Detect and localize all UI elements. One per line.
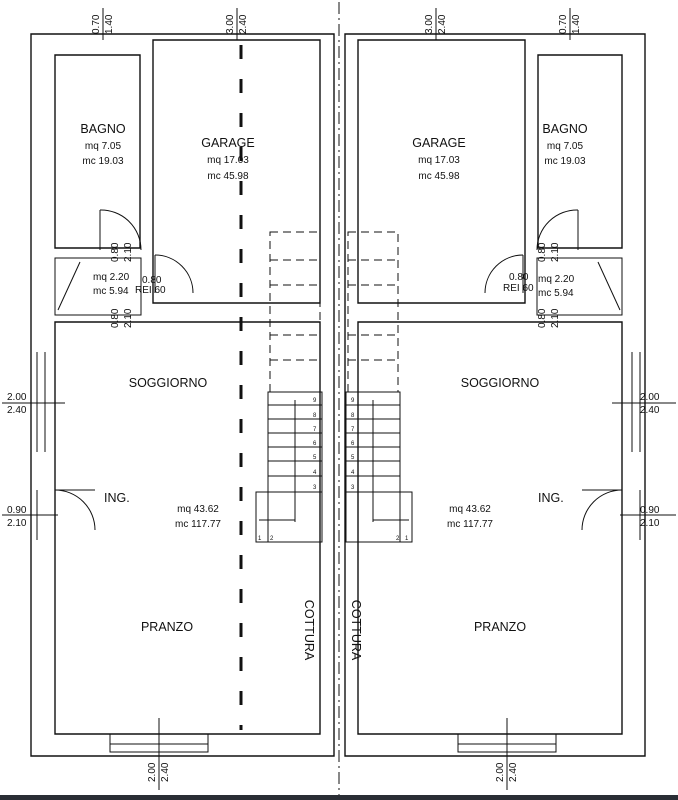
right-disimpegno-mc: mc 5.94 — [538, 288, 574, 299]
right-stair-base-2: 2 — [396, 536, 400, 542]
left-rei-rating: REI 60 — [135, 285, 166, 296]
right-rei-rating: REI 60 — [503, 283, 534, 294]
left-bagno-name: BAGNO — [80, 122, 125, 136]
left-bagno-mc: mc 19.03 — [82, 156, 124, 167]
left-disimpegno-room — [54, 257, 142, 316]
right-bagno-mc: mc 19.03 — [544, 156, 586, 167]
right-soggiorno-mc: mc 117.77 — [447, 519, 493, 530]
right-stair-base-1: 1 — [405, 536, 409, 542]
left-soggiorno-name: SOGGIORNO — [129, 376, 208, 390]
left-stair-step-4: 4 — [313, 470, 317, 476]
right-dim-door-lower-a: 0.80 — [537, 308, 548, 328]
left-door-swings — [54, 209, 194, 531]
left-dim-bottom-b: 2.40 — [160, 762, 171, 782]
right-dim-entry-a: 0.90 — [640, 505, 660, 516]
right-bagno-name: BAGNO — [542, 122, 587, 136]
left-disimpegno-mq: mq 2.20 — [93, 272, 130, 283]
left-dim-top-bagno-a: 0.70 — [91, 14, 102, 34]
right-garage-name: GARAGE — [412, 136, 466, 150]
right-stair-step-5: 5 — [351, 455, 355, 461]
left-dim-bottom-a: 2.00 — [147, 762, 158, 782]
left-stair-step-9: 9 — [313, 398, 317, 404]
left-dim-window-side-a: 2.00 — [7, 392, 27, 403]
right-rei-width: 0.80 — [509, 272, 529, 283]
left-pranzo: PRANZO — [141, 620, 193, 634]
window-bottom-edge — [0, 795, 678, 800]
right-disimpegno-room — [536, 257, 623, 316]
dimension-lines — [2, 8, 676, 790]
right-stair-step-6: 6 — [351, 441, 355, 447]
left-stair-base-1: 1 — [258, 536, 262, 542]
right-stair-step-9: 9 — [351, 398, 355, 404]
right-dim-top-garage-b: 2.40 — [437, 14, 448, 34]
left-stair-step-3: 3 — [313, 485, 317, 491]
left-rei-width: 0.80 — [142, 275, 162, 286]
left-dim-door-upper-a: 0.80 — [110, 242, 121, 262]
left-dim-top-garage-a: 3.00 — [225, 14, 236, 34]
right-cottura: COTTURA — [349, 600, 363, 661]
left-ingresso: ING. — [104, 491, 130, 505]
left-unit-walls — [30, 33, 335, 757]
right-unit-walls — [344, 33, 646, 757]
left-cottura: COTTURA — [302, 600, 316, 661]
left-dimension-labels: 0.70 1.40 3.00 2.40 0.80 2.10 0.80 2.10 … — [7, 14, 249, 782]
left-dim-door-lower-b: 2.10 — [123, 308, 134, 328]
right-dim-door-upper-b: 2.10 — [550, 242, 561, 262]
left-stair-base-2: 2 — [270, 536, 274, 542]
right-garage-mc: mc 45.98 — [418, 171, 460, 182]
right-door-swings — [484, 209, 623, 531]
right-bagno-mq: mq 7.05 — [547, 141, 584, 152]
left-dim-top-garage-b: 2.40 — [238, 14, 249, 34]
left-dim-window-side-b: 2.40 — [7, 405, 27, 416]
right-dim-bottom-a: 2.00 — [495, 762, 506, 782]
left-stair-step-5: 5 — [313, 455, 317, 461]
left-stair-step-7: 7 — [313, 427, 317, 433]
left-dim-entry-b: 2.10 — [7, 518, 27, 529]
right-garage-mq: mq 17.03 — [418, 155, 460, 166]
left-garage-mq: mq 17.03 — [207, 155, 249, 166]
left-dim-top-bagno-b: 1.40 — [104, 14, 115, 34]
left-disimpegno-mc: mc 5.94 — [93, 286, 129, 297]
right-soggiorno-name: SOGGIORNO — [461, 376, 540, 390]
right-dim-top-garage-a: 3.00 — [424, 14, 435, 34]
left-dim-door-upper-b: 2.10 — [123, 242, 134, 262]
right-dim-top-bagno-b: 1.40 — [571, 14, 582, 34]
left-soggiorno-mq: mq 43.62 — [177, 504, 219, 515]
left-bagno-mq: mq 7.05 — [85, 141, 122, 152]
right-dim-bottom-b: 2.40 — [508, 762, 519, 782]
right-labels: BAGNO mq 7.05 mc 19.03 GARAGE mq 17.03 m… — [349, 122, 588, 661]
right-ingresso: ING. — [538, 491, 564, 505]
right-dim-door-upper-a: 0.80 — [537, 242, 548, 262]
left-stair-step-6: 6 — [313, 441, 317, 447]
right-pranzo: PRANZO — [474, 620, 526, 634]
right-stair-step-8: 8 — [351, 413, 355, 419]
left-dim-entry-a: 0.90 — [7, 505, 27, 516]
left-garage-name: GARAGE — [201, 136, 255, 150]
right-soggiorno-mq: mq 43.62 — [449, 504, 491, 515]
left-garage-mc: mc 45.98 — [207, 171, 249, 182]
left-stair-step-8: 8 — [313, 413, 317, 419]
right-dim-top-bagno-a: 0.70 — [558, 14, 569, 34]
right-stair-step-4: 4 — [351, 470, 355, 476]
right-dimension-labels: 0.70 1.40 3.00 2.40 0.80 2.10 0.80 2.10 … — [424, 14, 660, 782]
right-dim-window-side-b: 2.40 — [640, 405, 660, 416]
right-stair — [345, 231, 413, 543]
right-stair-step-3: 3 — [351, 485, 355, 491]
right-disimpegno-mq: mq 2.20 — [538, 274, 575, 285]
right-dim-entry-b: 2.10 — [640, 518, 660, 529]
right-stair-step-7: 7 — [351, 427, 355, 433]
right-dim-door-lower-b: 2.10 — [550, 308, 561, 328]
left-soggiorno-mc: mc 117.77 — [175, 519, 221, 530]
left-dim-door-lower-a: 0.80 — [110, 308, 121, 328]
left-labels: BAGNO mq 7.05 mc 19.03 GARAGE mq 17.03 m… — [80, 122, 317, 661]
left-stair — [255, 231, 323, 543]
right-dim-window-side-a: 2.00 — [640, 392, 660, 403]
